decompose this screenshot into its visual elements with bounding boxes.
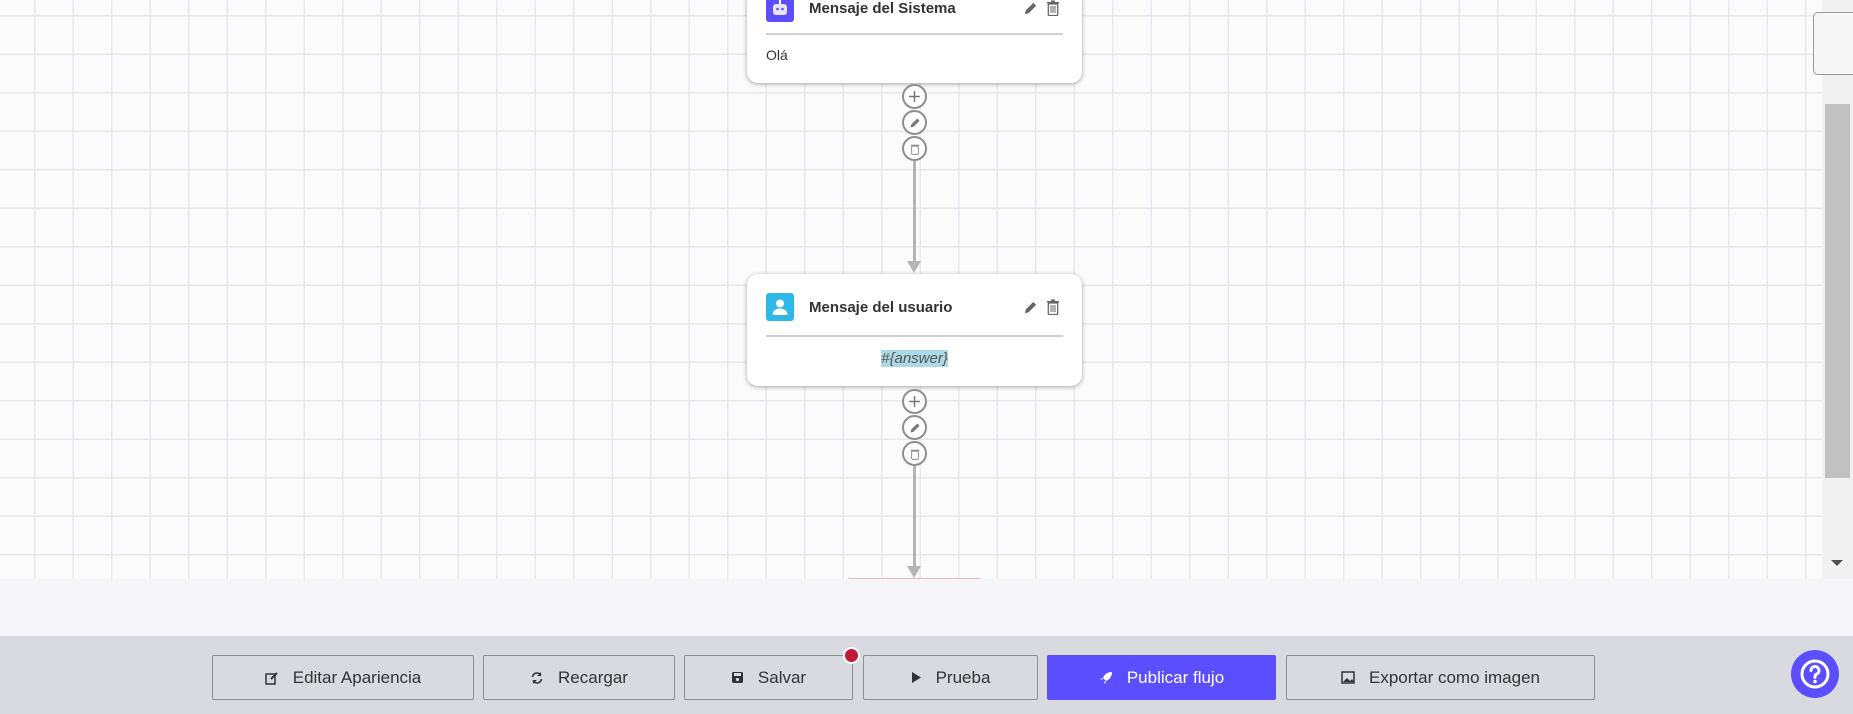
edit-connection-button[interactable] (902, 415, 927, 440)
play-icon (911, 672, 921, 683)
connector-arrow (907, 566, 921, 578)
delete-connection-button[interactable] (902, 136, 927, 161)
rocket-icon (1099, 671, 1112, 684)
button-label: Publicar flujo (1126, 667, 1225, 687)
save-button[interactable]: Salvar (684, 655, 853, 700)
edit-icon (264, 671, 278, 685)
scrollbar-thumb[interactable] (1825, 104, 1850, 478)
save-icon (731, 672, 743, 683)
node-title: Mensaje del usuario (809, 298, 953, 316)
variable-token: #{answer} (881, 350, 948, 367)
bottom-toolbar: Editar Apariencia Recargar Salvar Prueba… (0, 636, 1853, 714)
add-node-button[interactable] (902, 84, 927, 109)
delete-connection-button[interactable] (902, 441, 927, 466)
node-system-message[interactable]: Mensaje del Sistema Olá (747, 0, 1082, 83)
user-icon (766, 293, 794, 321)
node-title: Mensaje del Sistema (809, 0, 956, 17)
pencil-icon[interactable] (1020, 297, 1040, 317)
button-label: Recargar (558, 667, 628, 687)
minimap-panel[interactable] (1813, 12, 1853, 75)
test-button[interactable]: Prueba (863, 655, 1038, 700)
edit-appearance-button[interactable]: Editar Apariencia (212, 655, 474, 700)
pencil-icon[interactable] (1020, 0, 1040, 18)
button-label: Prueba (935, 667, 991, 687)
publish-flow-button[interactable]: Publicar flujo (1047, 655, 1276, 700)
button-label: Salvar (757, 667, 807, 687)
node-divider (766, 33, 1063, 35)
connector-line (913, 161, 916, 261)
edit-connection-button[interactable] (902, 110, 927, 135)
robot-icon (766, 0, 794, 22)
reload-button[interactable]: Recargar (483, 655, 675, 700)
connector-line (913, 466, 916, 568)
node-content: Olá (766, 47, 788, 63)
trash-icon[interactable] (1043, 297, 1063, 317)
trash-icon[interactable] (1043, 0, 1063, 18)
refresh-icon (531, 671, 543, 684)
image-icon (1341, 671, 1355, 684)
node-user-message[interactable]: Mensaje del usuario #{answer} (747, 274, 1082, 386)
export-image-button[interactable]: Exportar como imagen (1286, 655, 1595, 700)
help-button[interactable] (1791, 650, 1839, 698)
connector-arrow (907, 261, 921, 273)
scroll-down-arrow-icon[interactable] (1831, 560, 1843, 566)
unsaved-changes-indicator (843, 647, 860, 664)
next-node-edge (849, 578, 980, 579)
flow-canvas[interactable]: Mensaje del Sistema Olá Mensaje del usua… (0, 0, 1822, 579)
node-divider (766, 335, 1063, 337)
button-label: Editar Apariencia (292, 667, 422, 687)
button-label: Exportar como imagen (1368, 667, 1541, 687)
help-icon (1800, 659, 1830, 689)
add-node-button[interactable] (902, 389, 927, 414)
